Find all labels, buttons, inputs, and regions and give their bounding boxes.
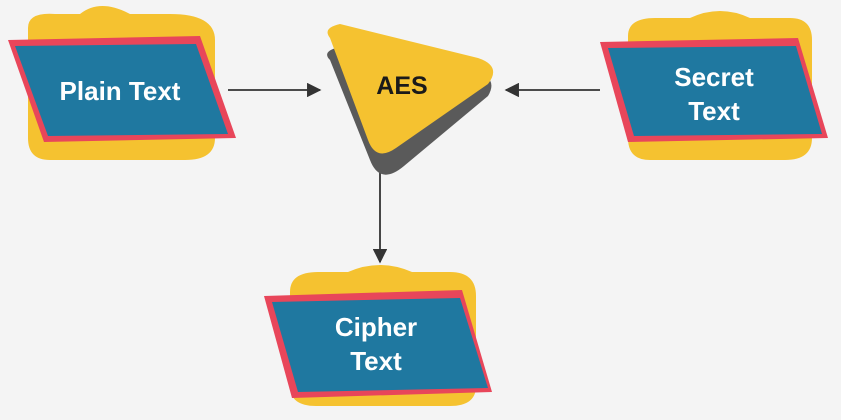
node-secret-text: Secret Text	[600, 11, 828, 160]
secret-text-teal-body	[608, 46, 822, 136]
cipher-text-label-line2: Text	[350, 346, 402, 376]
secret-text-label-line2: Text	[688, 96, 740, 126]
node-aes: AES	[327, 24, 494, 175]
cipher-text-label-line1: Cipher	[335, 312, 417, 342]
secret-text-label-line1: Secret	[674, 62, 754, 92]
node-plain-text: Plain Text	[8, 6, 236, 160]
plain-text-teal-body	[15, 44, 228, 136]
node-cipher-text: Cipher Text	[264, 265, 492, 406]
aes-triangle	[327, 24, 494, 154]
cipher-text-teal-body	[272, 298, 488, 392]
aes-label: AES	[376, 72, 427, 100]
plain-text-label: Plain Text	[60, 76, 181, 106]
